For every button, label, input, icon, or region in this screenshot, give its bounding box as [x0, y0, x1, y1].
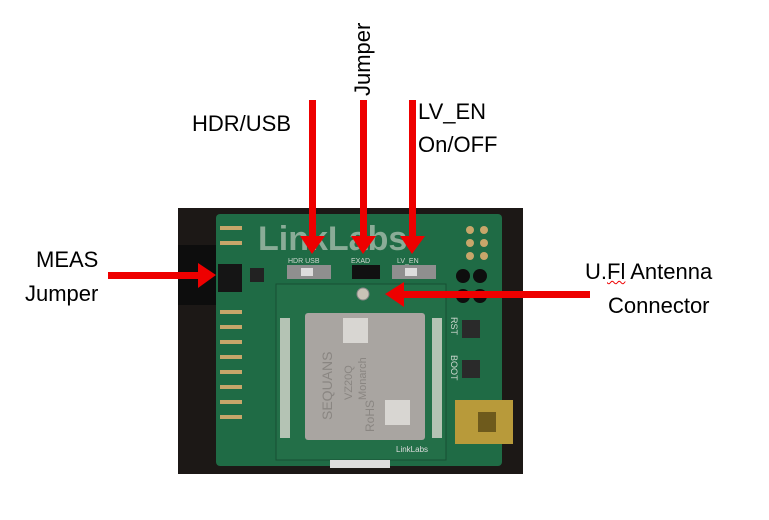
connector-label: Connector [608, 293, 710, 318]
rst-silk: RST [449, 317, 459, 336]
antenna-label-flagged-word: Fl [607, 259, 626, 284]
antenna-label: U.Fl Antenna [585, 261, 712, 283]
jumper-silk: EXAD [351, 258, 370, 265]
hdr-usb-label: HDR/USB [192, 111, 292, 136]
module-brand: SEQUANS [319, 352, 335, 420]
lv-en-silk: LV_EN [397, 258, 419, 265]
boot-button [462, 360, 480, 378]
small-linklabs-logo: LinkLabs [396, 445, 428, 454]
lv-en-arrow [400, 100, 425, 254]
rst-button [462, 320, 480, 338]
meas-label: MEAS [36, 247, 99, 272]
lv-en-onoff-label: On/OFF [418, 132, 498, 157]
module-model: VZ20Q [343, 365, 355, 400]
header-pins [220, 226, 242, 419]
arrows [108, 100, 590, 307]
meas-jumper [218, 264, 242, 292]
rohs-mark: RoHS [363, 400, 377, 432]
ufl-connector [356, 287, 370, 301]
header-holes [466, 226, 488, 260]
jumper-arrow [351, 100, 376, 254]
lv-en-label: LV_EN [418, 99, 487, 124]
module-name: Monarch [357, 357, 369, 400]
antenna-label-prefix: U. [585, 259, 607, 284]
hdr-usb-silk: HDR USB [288, 258, 320, 265]
hdr-usb-arrow [300, 100, 325, 254]
linklabs-logo: LinkLabs [258, 220, 407, 258]
antenna-arrow [385, 282, 590, 307]
meas-arrow [108, 263, 216, 288]
antenna-label-suffix: Antenna [625, 259, 713, 284]
boot-silk: BOOT [449, 355, 459, 381]
jumper-block [352, 265, 380, 279]
module-pads [280, 318, 442, 438]
jumper-top-label: Jumper [350, 22, 375, 96]
meas-jumper-label: Jumper [25, 281, 99, 306]
